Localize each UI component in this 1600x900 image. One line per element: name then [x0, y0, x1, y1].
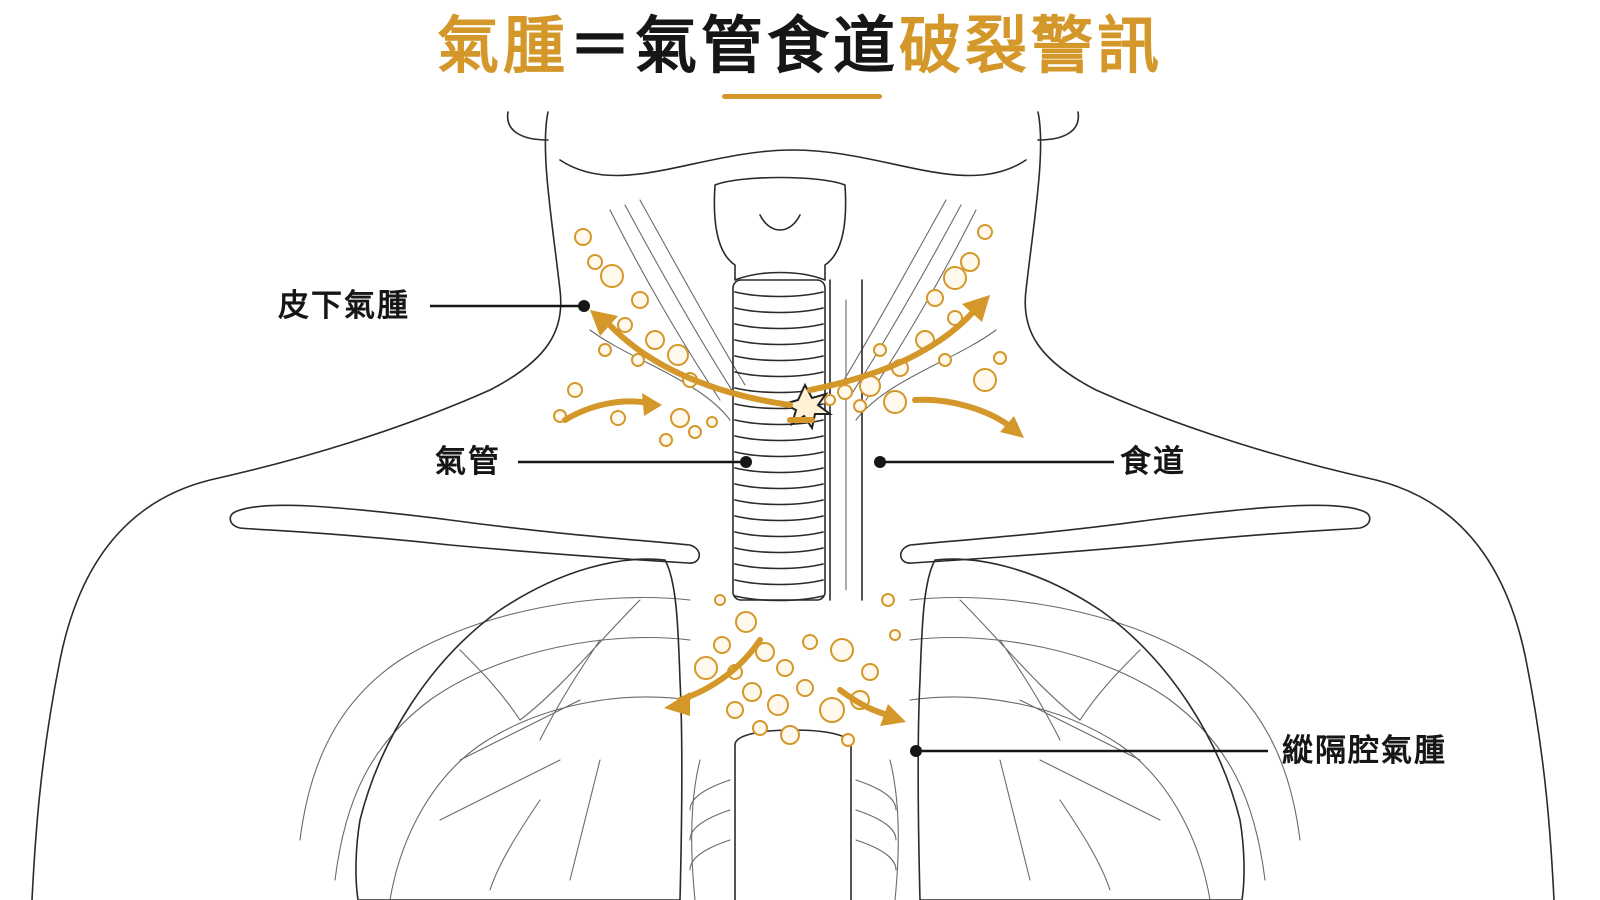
air-bubble — [883, 390, 907, 414]
air-bubble — [873, 343, 887, 357]
air-bubble — [735, 611, 757, 633]
air-bubble — [752, 720, 768, 736]
air-bubble — [796, 679, 814, 697]
trachea-ring — [734, 291, 824, 298]
rib — [855, 779, 897, 871]
air-bubble — [688, 425, 702, 439]
trachea-ring — [734, 595, 824, 602]
larynx — [713, 176, 847, 281]
air-flow-arrows — [562, 295, 1024, 726]
air-bubble — [706, 416, 718, 428]
ribcage — [299, 596, 1301, 900]
air-bubble — [926, 289, 944, 307]
trachea-ring — [734, 371, 824, 378]
trachea-ring — [734, 515, 824, 522]
air-bubble — [610, 410, 626, 426]
rib — [909, 696, 1211, 900]
air-bubble — [694, 656, 718, 680]
air-bubble — [977, 224, 993, 240]
air-bubble — [938, 353, 952, 367]
trachea-ring — [734, 531, 824, 538]
mediastinum-vessels — [691, 729, 899, 900]
title-part-equals: ＝ — [568, 9, 635, 82]
right-lung — [917, 558, 1245, 900]
air-bubble — [670, 408, 690, 428]
trachea-ring — [734, 563, 824, 570]
trachea-ring — [734, 355, 824, 362]
trachea-ring — [734, 547, 824, 554]
air-bubble — [631, 291, 649, 309]
air-bubble — [598, 343, 612, 357]
clavicles — [229, 504, 1371, 564]
rib — [909, 636, 1266, 881]
air-bubble — [819, 697, 845, 723]
title-part-emphysema: 氣腫 — [436, 9, 569, 82]
trachea-ring — [734, 323, 824, 330]
air-bubble — [993, 351, 1007, 365]
air-bubbles — [553, 224, 1007, 747]
label-trachea: 氣管 — [435, 444, 501, 480]
air-bubble — [861, 663, 879, 681]
trachea-ring-lines — [734, 291, 824, 602]
leader-lines — [430, 300, 1268, 757]
air-bubble — [853, 399, 867, 413]
rib — [389, 696, 691, 900]
air-bubble — [837, 384, 853, 400]
trachea-ring — [734, 579, 824, 586]
air-bubble — [881, 593, 895, 607]
rib — [334, 636, 691, 881]
air-bubble — [973, 368, 997, 392]
neck-muscles — [589, 199, 997, 421]
trachea-ring — [734, 483, 824, 490]
air-bubble — [587, 254, 603, 270]
esophagus-tube — [829, 279, 863, 601]
trachea-ring — [734, 307, 824, 314]
air-bubble — [726, 701, 744, 719]
air-bubble — [714, 594, 726, 606]
air-bubble — [713, 636, 731, 654]
air-bubble — [574, 228, 592, 246]
trachea-ring — [734, 451, 824, 458]
air-bubble — [667, 344, 689, 366]
air-bubble — [841, 733, 855, 747]
air-bubble — [567, 382, 583, 398]
trachea-ring — [734, 339, 824, 346]
trachea-ring — [734, 499, 824, 506]
air-bubble — [943, 266, 967, 290]
air-bubble — [742, 682, 762, 702]
trachea-ring — [734, 467, 824, 474]
air-bubble — [755, 642, 775, 662]
air-bubble — [659, 433, 673, 447]
air-bubble — [600, 264, 624, 288]
rib — [689, 779, 731, 871]
air-bubble — [889, 629, 901, 641]
air-bubble — [830, 638, 854, 662]
air-bubble — [802, 634, 818, 650]
rib — [909, 596, 1301, 841]
trachea-ring — [734, 419, 824, 426]
air-bubble — [776, 659, 794, 677]
rib — [299, 596, 691, 841]
air-bubble — [824, 394, 836, 406]
title-underline — [722, 94, 882, 99]
trachea-ring — [734, 435, 824, 442]
air-bubble — [947, 310, 963, 326]
label-esophagus: 食道 — [1120, 444, 1186, 480]
air-bubble — [631, 353, 645, 367]
air-bubble — [960, 252, 980, 272]
label-mediastinal-emphysema: 縱隔腔氣腫 — [1282, 733, 1447, 769]
label-subcutaneous-emphysema: 皮下氣腫 — [278, 288, 410, 324]
air-bubble — [617, 317, 633, 333]
title-part-rupture-warning: 破裂警訊 — [899, 9, 1164, 82]
left-lung — [355, 558, 683, 900]
air-bubble — [645, 330, 665, 350]
title-part-trachea-esophagus: 氣管食道 — [635, 9, 900, 82]
air-bubble — [767, 694, 789, 716]
page-title: 氣腫＝氣管食道破裂警訊 — [0, 6, 1600, 86]
air-bubble — [780, 725, 800, 745]
body-outline — [31, 111, 1555, 900]
